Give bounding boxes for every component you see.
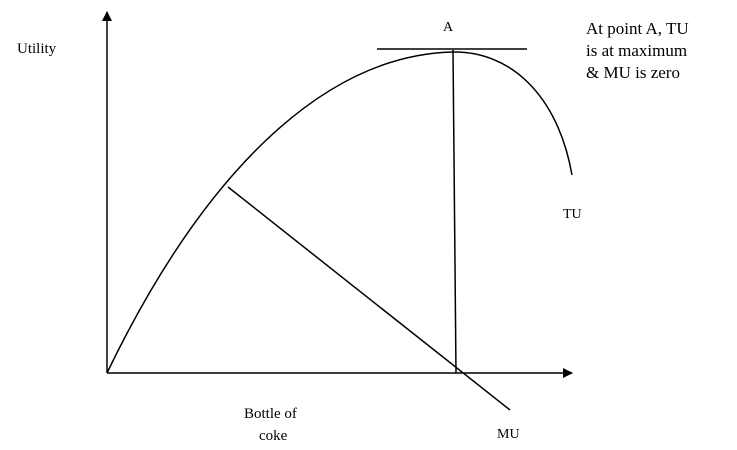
mu-label: MU <box>497 427 520 442</box>
tu-label: TU <box>563 207 582 222</box>
annotation-note: At point A, TU is at maximum & MU is zer… <box>586 18 736 84</box>
tu-curve <box>106 51 573 374</box>
x-axis-label-line2: coke <box>259 428 288 444</box>
vertical-drop-line <box>452 49 457 374</box>
x-axis-label-line1: Bottle of <box>244 406 297 422</box>
note-line-3: & MU is zero <box>586 63 680 82</box>
point-a-label: A <box>443 20 454 35</box>
mu-line <box>227 186 511 411</box>
y-axis-label: Utility <box>17 41 57 57</box>
note-line-2: is at maximum <box>586 41 688 60</box>
note-line-1: At point A, TU <box>586 19 689 38</box>
